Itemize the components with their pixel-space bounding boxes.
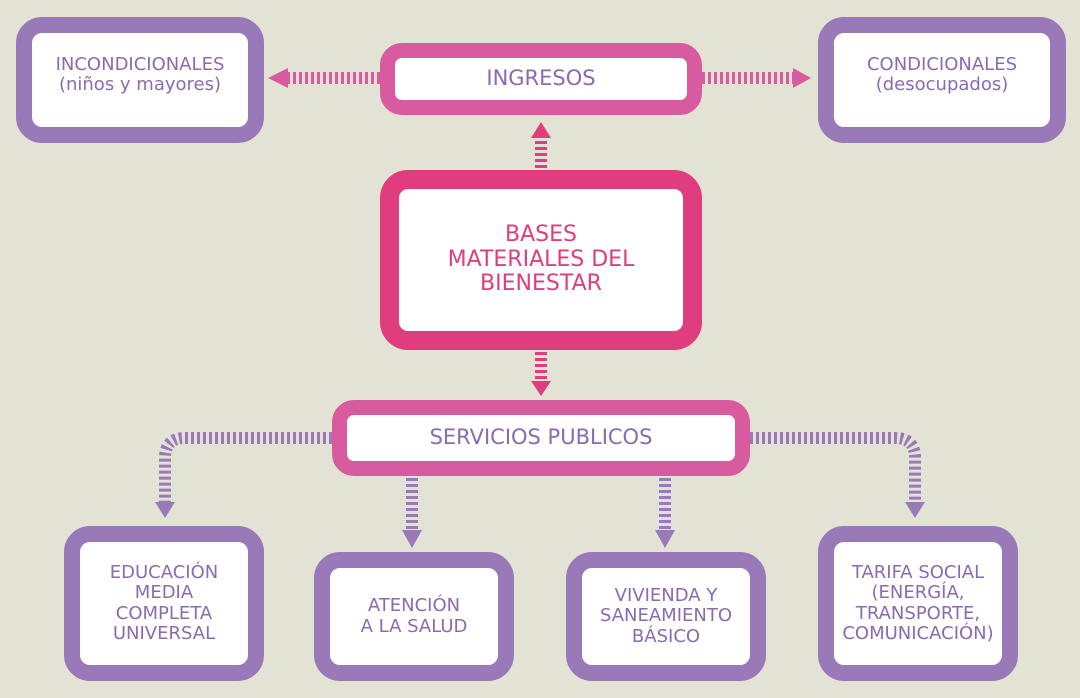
bases-materiales-box: BASES MATERIALES DEL BIENESTAR	[380, 170, 702, 350]
arrowhead-right	[793, 68, 811, 88]
educacion-label: EDUCACIÓN MEDIA COMPLETA UNIVERSAL	[109, 561, 219, 644]
arrowhead-left	[268, 68, 288, 88]
condicionales-label: CONDICIONALES (desocupados)	[866, 54, 1018, 96]
servicios-publicos-box: SERVICIOS PUBLICOS	[332, 400, 750, 476]
arrowhead-tarifa	[905, 502, 925, 518]
arrowhead-salud	[402, 530, 422, 548]
ingresos-label: INGRESOS	[486, 66, 596, 91]
arrowhead-up	[531, 122, 551, 138]
condicionales-box: CONDICIONALES (desocupados)	[818, 17, 1066, 143]
salud-label: ATENCIÓN A LA SALUD	[360, 595, 468, 637]
arrow-servicios-educacion-shaft	[159, 432, 332, 502]
vivienda-box: VIVIENDA Y SANEAMIENTO BÁSICO	[566, 552, 766, 681]
educacion-box: EDUCACIÓN MEDIA COMPLETA UNIVERSAL	[64, 526, 264, 681]
salud-box: ATENCIÓN A LA SALUD	[314, 552, 514, 681]
vivienda-label: VIVIENDA Y SANEAMIENTO BÁSICO	[599, 585, 733, 647]
arrowhead-down	[531, 381, 551, 396]
bases-materiales-label: BASES MATERIALES DEL BIENESTAR	[447, 221, 635, 297]
arrow-servicios-tarifa-shaft	[750, 432, 921, 502]
tarifa-social-label: TARIFA SOCIAL (ENERGÍA, TRANSPORTE, COMU…	[842, 561, 994, 644]
incondicionales-box: INCONDICIONALES (niños y mayores)	[16, 17, 264, 143]
servicios-publicos-label: SERVICIOS PUBLICOS	[429, 425, 653, 450]
tarifa-social-box: TARIFA SOCIAL (ENERGÍA, TRANSPORTE, COMU…	[818, 526, 1018, 681]
incondicionales-label: INCONDICIONALES (niños y mayores)	[55, 54, 225, 96]
arrowhead-educacion	[155, 502, 175, 518]
arrowhead-vivienda	[655, 530, 675, 548]
ingresos-box: INGRESOS	[380, 43, 702, 115]
